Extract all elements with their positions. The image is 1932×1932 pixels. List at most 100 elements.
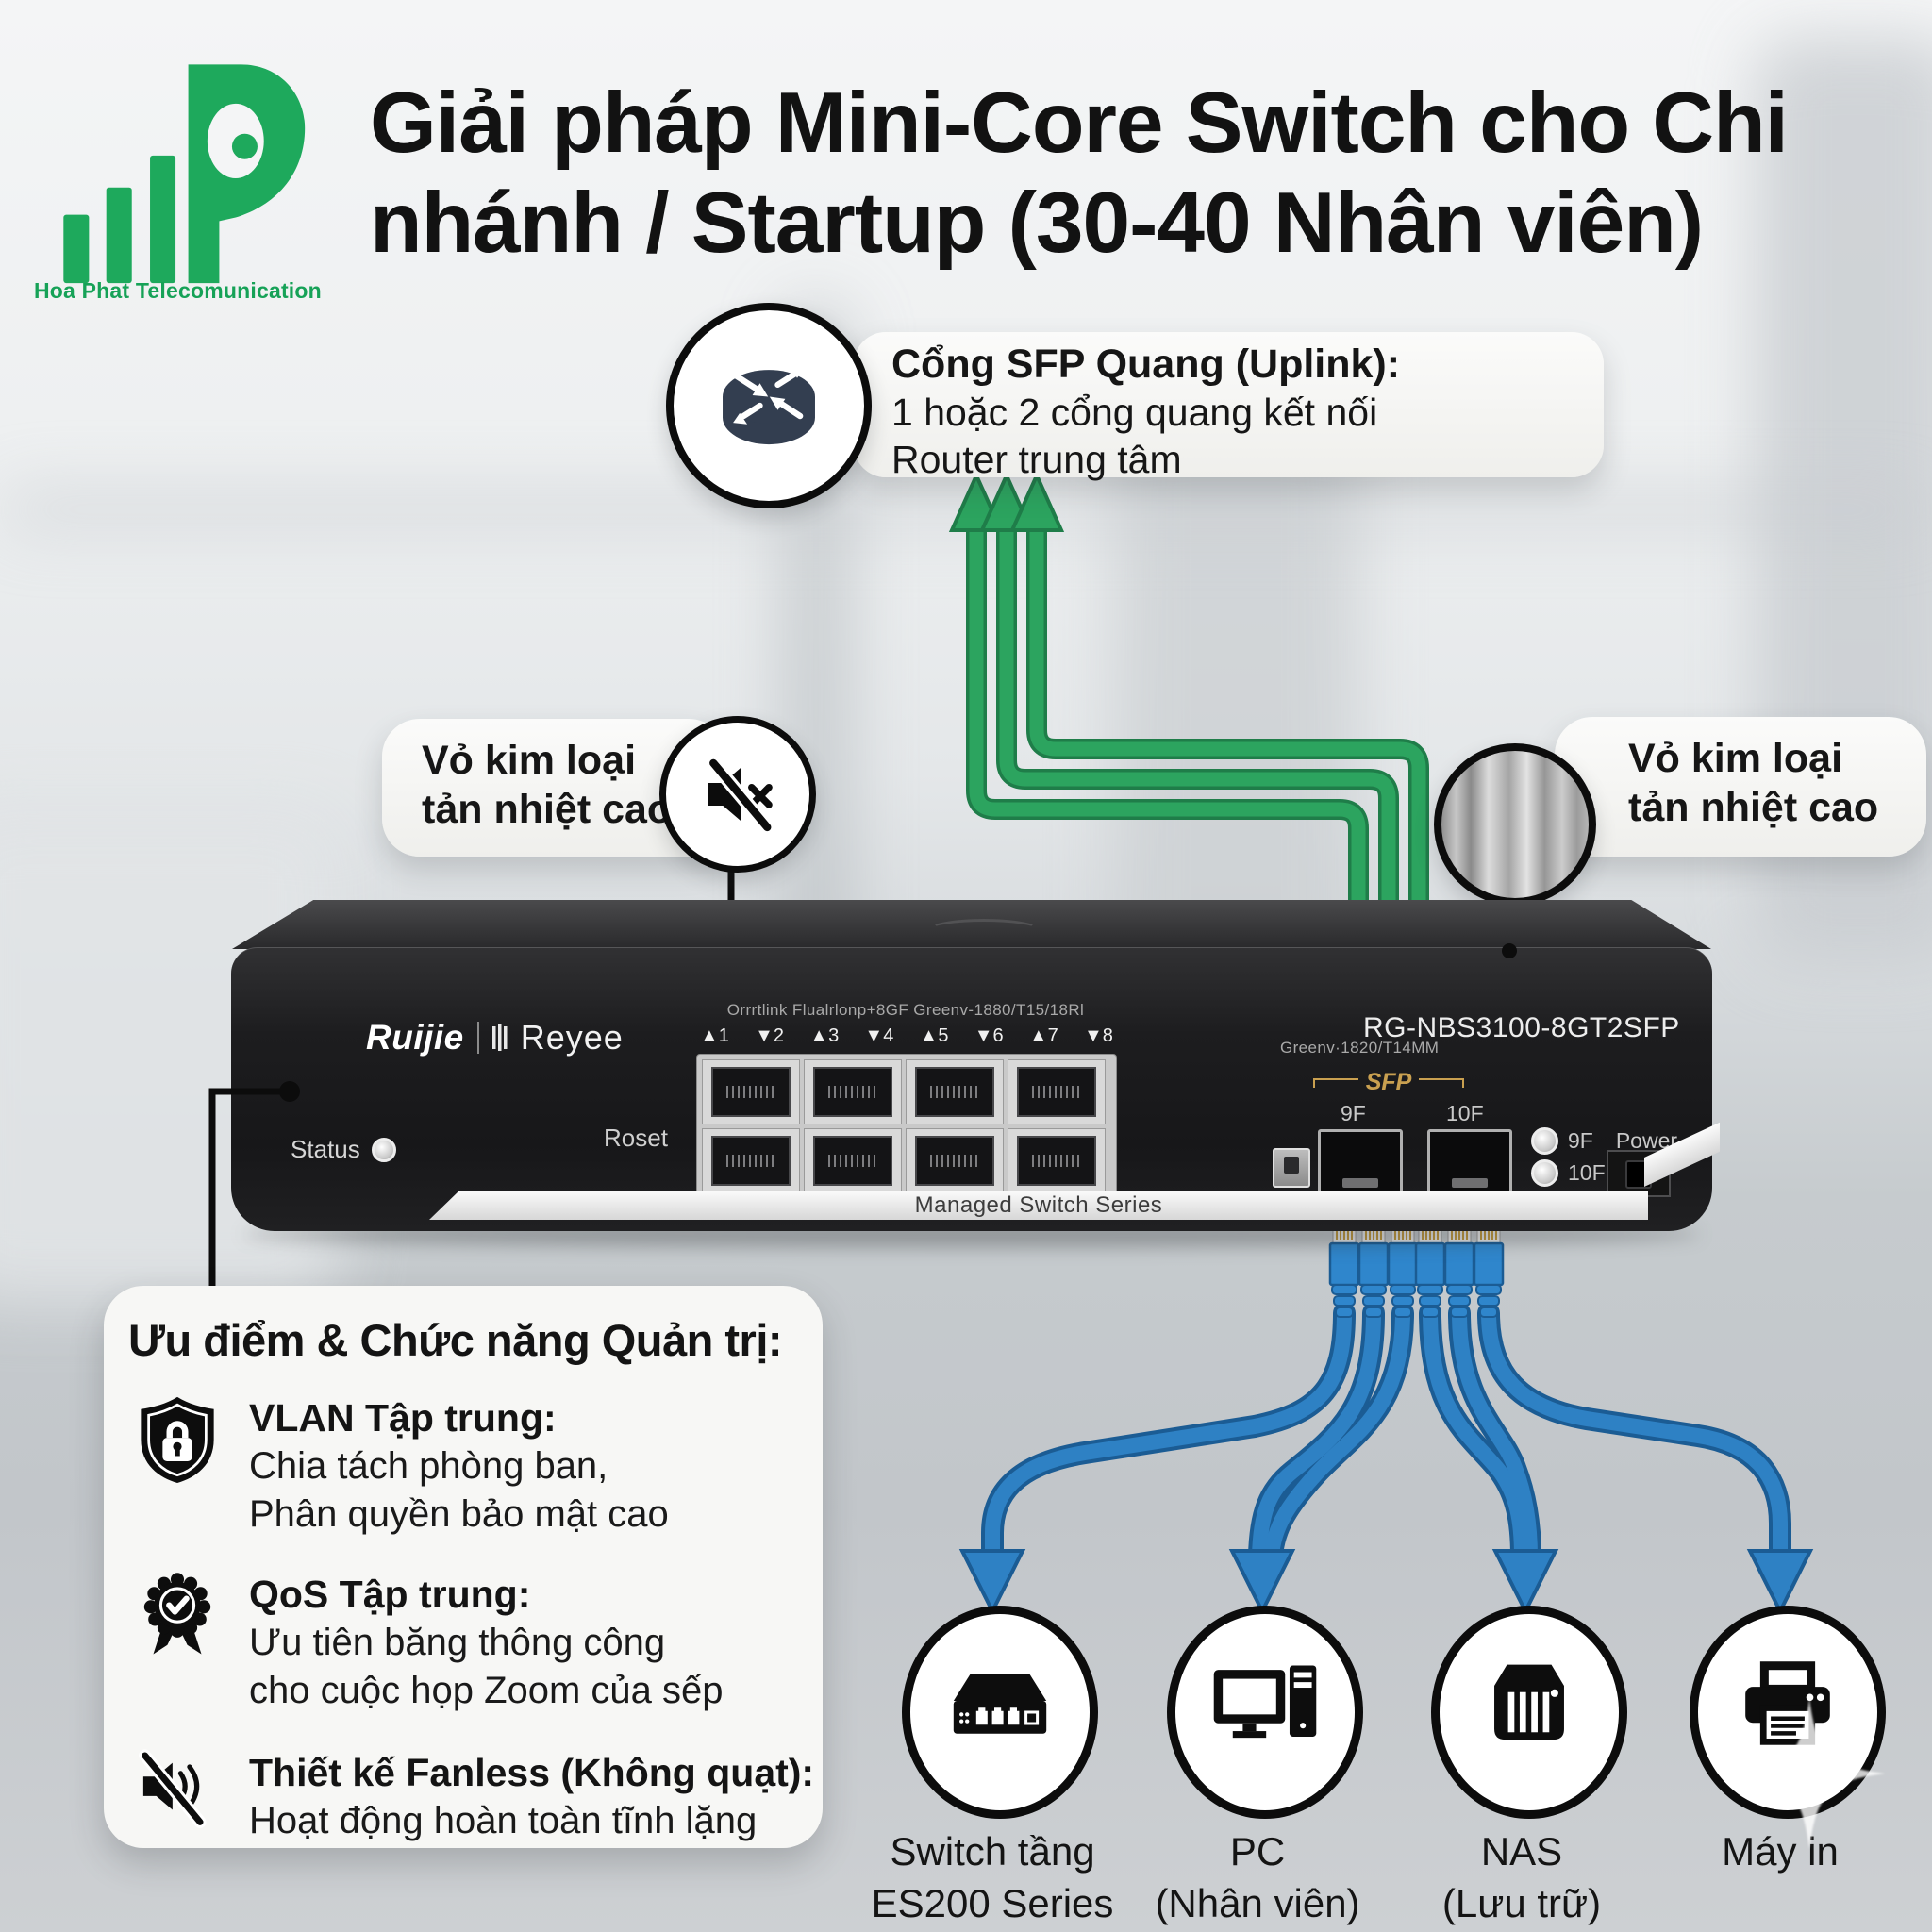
sfp-port-label-9: 9F [1341,1101,1366,1125]
brand-divider [476,1022,479,1054]
sfp-led-9 [1531,1127,1558,1155]
switch-bottom-strip: Managed Switch Series [429,1191,1648,1220]
device-label-line2: (Nhân viên) [1155,1880,1360,1925]
rj45-port [906,1128,1004,1193]
router-callout-line1: 1 hoặc 2 cổng quang kết nối [891,391,1378,435]
sfp-cage-2 [1427,1129,1512,1193]
sfp-port-label-10: 10F [1446,1101,1484,1125]
award-check-icon [128,1571,226,1661]
htp-logo [26,21,328,285]
port-label: ▲3 [809,1025,840,1046]
device-node-pc [1167,1606,1363,1819]
shield-lock-icon [128,1394,226,1485]
router-callout-box: Cổng SFP Quang (Uplink): 1 hoặc 2 cổng q… [854,332,1604,481]
switch-brand-ruijie: Ruijie [366,1018,464,1057]
rj45-port [804,1059,902,1124]
device-node-nas [1431,1606,1627,1819]
device-label-line1: Máy in [1722,1829,1839,1874]
port-legend: Orrrtlink Flualrlonp+8GF Greenv-1880/T15… [726,1001,1085,1019]
rj45-port [804,1128,902,1193]
port-number-row: ▲1 ▼2 ▲3 ▼4 ▲5 ▼6 ▲7 ▼8 [700,1025,1113,1047]
sfp-group-label: SFP [1365,1069,1412,1095]
router-icon [723,366,815,445]
rj45-port [1008,1128,1106,1193]
right-callout-box: Vỏ kim loại tản nhiệt cao [1555,717,1926,857]
feature-line: Chia tách phòng ban, [249,1445,608,1488]
device-label-line1: NAS [1480,1829,1563,1874]
status-led [371,1137,396,1162]
feature-line: cho cuộc họp Zoom của sếp [249,1669,724,1711]
rj45-port [702,1128,800,1193]
port-label: ▼4 [864,1025,894,1046]
device-label-line1: PC [1229,1829,1286,1874]
features-panel-title: Ưu điểm & Chức năng Quản trị: [128,1315,783,1365]
mute-fanless-icon [128,1749,226,1830]
sfp-led-label-9: 9F [1568,1128,1593,1153]
switch-device: Ruijie Reyee RG-NBS3100-8GT2SFP Status R… [231,947,1720,1231]
feature-heading: QoS Tập trung: [249,1572,531,1616]
port-label: ▼2 [755,1025,785,1046]
sfp-led-row-2: 10F [1531,1159,1606,1187]
device-label-printer: Máy in [1639,1826,1922,1878]
feature-heading: Thiết kế Fanless (Không quạt): [249,1750,815,1794]
port-label: ▼6 [974,1025,1004,1046]
port-label: ▼8 [1083,1025,1113,1046]
feature-qos: QoS Tập trung: Ưu tiên băng thông công c… [128,1571,823,1715]
metal-node [1434,743,1596,906]
feature-line: Hoạt động hoàn toàn tĩnh lặng [249,1799,758,1841]
sparkle-icon [1734,1698,1885,1849]
rj45-port [906,1059,1004,1124]
access-switch-icon [953,1674,1047,1734]
page-title-line1: Giải pháp Mini-Core Switch cho Chi [370,75,1789,171]
page-title-line2: nhánh / Startup (30-40 Nhân viên) [370,175,1704,272]
router-callout-heading: Cổng SFP Quang (Uplink): [891,341,1401,387]
device-label-nas: NAS (Lưu trữ) [1380,1826,1663,1929]
switch-brand-reyee: Reyee [520,1018,624,1057]
left-callout-line1: Vỏ kim loại [422,738,637,783]
reyee-mark-icon [491,1024,508,1051]
device-label-pc: PC (Nhân viên) [1116,1826,1399,1929]
device-label-line2: ES200 Series [871,1880,1114,1925]
right-callout-line1: Vỏ kim loại [1628,736,1843,781]
switch-model: RG-NBS3100-8GT2SFP [1363,1012,1680,1043]
device-label-switch: Switch tầng ES200 Series [851,1826,1134,1929]
port-label: ▲1 [700,1025,729,1046]
rj45-port-block [696,1054,1117,1197]
switch-brand: Ruijie Reyee [366,1018,624,1058]
brand-tagline: Hoa Phat Telecomunication [34,278,322,303]
right-callout-line2: tản nhiệt cao [1628,785,1879,831]
device-label-line2: (Lưu trữ) [1441,1880,1602,1925]
sfp-cage-1 [1318,1129,1403,1193]
status-label: Status [291,1135,360,1163]
feature-fanless: Thiết kế Fanless (Không quạt): Hoạt động… [128,1749,823,1845]
rj45-port [1008,1059,1106,1124]
sfp-legend: Greenv·1820/T14MM [1280,1039,1440,1057]
feature-line: Ưu tiên băng thông công [249,1622,666,1664]
device-label-line1: Switch tầng [890,1829,1095,1874]
page-title: Giải pháp Mini-Core Switch cho Chi nhánh… [370,74,1898,275]
port-label: ▲7 [1028,1025,1058,1046]
fanless-node [659,716,816,873]
pc-icon [1213,1665,1317,1739]
switch-top-vent [929,919,1039,940]
left-callout-line2: tản nhiệt cao [422,787,673,833]
nas-icon [1494,1664,1564,1740]
feature-vlan: VLAN Tập trung: Chia tách phòng ban, Phâ… [128,1394,823,1539]
sfp-group: SFP [1313,1069,1464,1096]
rj45-port [702,1059,800,1124]
sfp-module-icon [1273,1148,1310,1188]
muted-speaker-icon [706,756,774,835]
device-node-switch [902,1606,1098,1819]
feature-heading: VLAN Tập trung: [249,1396,557,1440]
port-label: ▲5 [919,1025,949,1046]
features-panel: Ưu điểm & Chức năng Quản trị: VLAN Tập t… [104,1286,823,1848]
sfp-led-label-10: 10F [1568,1160,1606,1185]
status-indicator: Status [291,1135,396,1164]
reset-label: Roset [604,1124,668,1152]
feature-line: Phân quyền bảo mật cao [249,1493,669,1536]
strip-text: Managed Switch Series [914,1191,1163,1218]
router-node [666,303,872,508]
